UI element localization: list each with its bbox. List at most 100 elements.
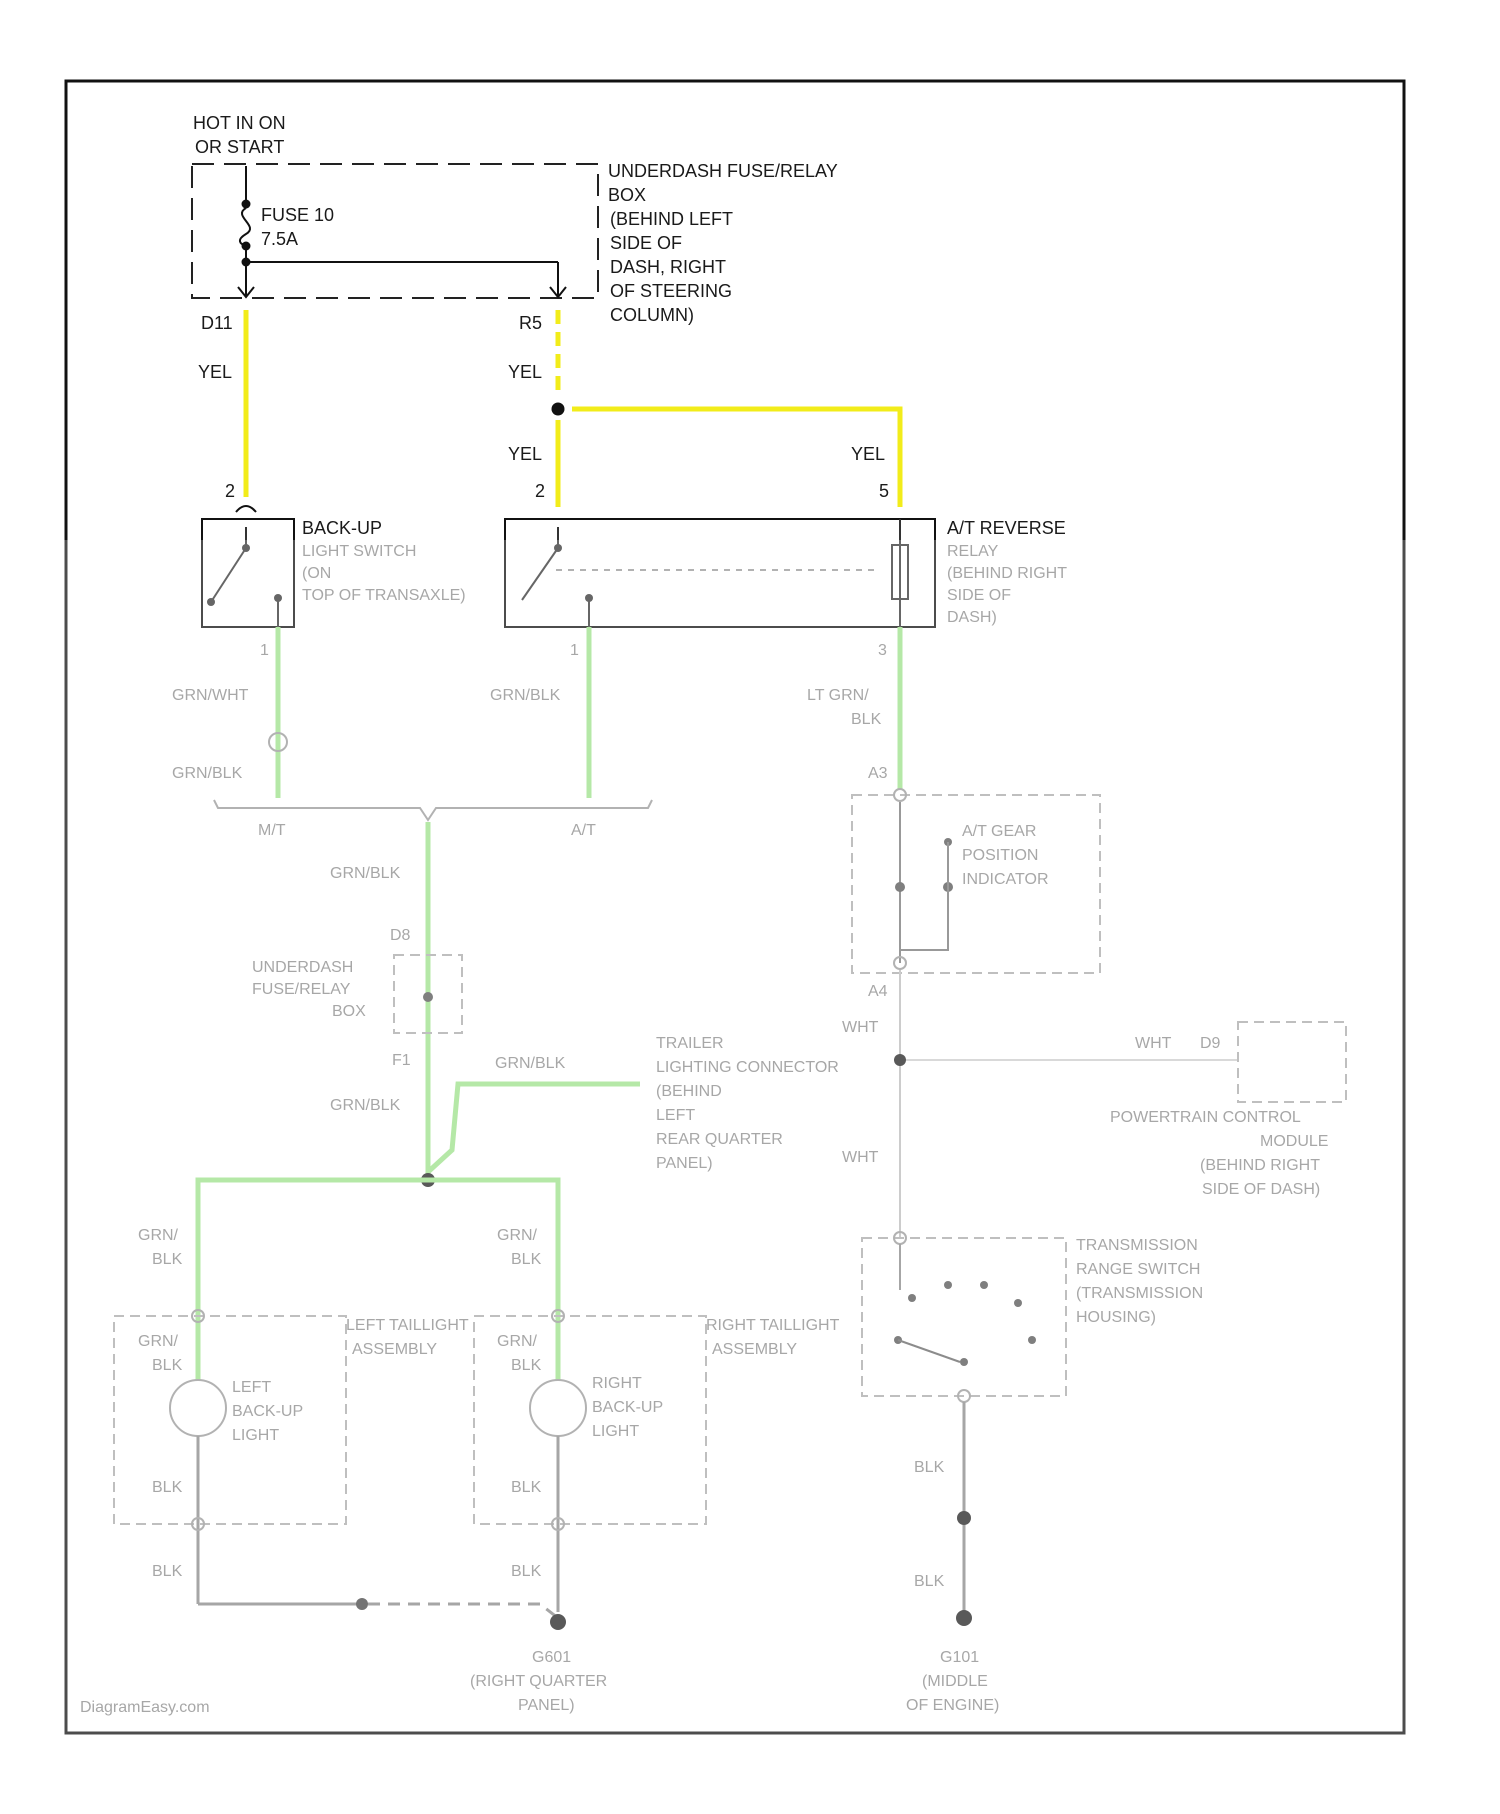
svg-text:PANEL): PANEL)	[518, 1697, 575, 1714]
svg-text:GRN/: GRN/	[138, 1333, 179, 1350]
svg-text:GRN/: GRN/	[497, 1333, 538, 1350]
svg-text:GRN/: GRN/	[497, 1227, 538, 1244]
svg-text:BLK: BLK	[152, 1479, 183, 1496]
svg-text:D9: D9	[1200, 1035, 1221, 1052]
svg-text:REAR QUARTER: REAR QUARTER	[656, 1131, 783, 1148]
svg-text:BLK: BLK	[914, 1573, 945, 1590]
svg-text:(BEHIND RIGHT: (BEHIND RIGHT	[947, 565, 1067, 582]
svg-text:LIGHT SWITCH: LIGHT SWITCH	[302, 543, 416, 560]
fuse-box-label-2: BOX	[608, 185, 646, 205]
connector-icon	[236, 506, 256, 512]
svg-text:SIDE OF: SIDE OF	[947, 587, 1011, 604]
pin-number: 2	[225, 481, 235, 501]
svg-text:GRN/BLK: GRN/BLK	[490, 687, 561, 704]
svg-text:LIGHT: LIGHT	[592, 1423, 639, 1440]
fuse-box-label-5: DASH, RIGHT	[610, 257, 726, 277]
svg-text:(BEHIND RIGHT: (BEHIND RIGHT	[1200, 1157, 1320, 1174]
svg-text:GRN/: GRN/	[138, 1227, 179, 1244]
svg-text:(MIDDLE: (MIDDLE	[922, 1673, 988, 1690]
svg-text:BLK: BLK	[511, 1357, 542, 1374]
wire-color-yel: YEL	[851, 444, 885, 464]
svg-text:TOP OF TRANSAXLE): TOP OF TRANSAXLE)	[302, 587, 466, 604]
svg-text:LIGHT: LIGHT	[232, 1427, 279, 1444]
wire-color-yel: YEL	[508, 444, 542, 464]
svg-text:TRANSMISSION: TRANSMISSION	[1076, 1237, 1198, 1254]
svg-text:(RIGHT QUARTER: (RIGHT QUARTER	[470, 1673, 607, 1690]
wire-splice	[552, 403, 565, 416]
wire-color-yel: YEL	[508, 362, 542, 382]
svg-text:HOUSING): HOUSING)	[1076, 1309, 1156, 1326]
fuse-box-outline	[192, 164, 598, 298]
svg-text:BLK: BLK	[914, 1459, 945, 1476]
svg-text:G101: G101	[940, 1649, 979, 1666]
svg-text:M/T: M/T	[258, 822, 286, 839]
fuse-icon	[240, 208, 250, 246]
svg-text:GRN/BLK: GRN/BLK	[495, 1055, 566, 1072]
svg-text:ASSEMBLY: ASSEMBLY	[352, 1341, 437, 1358]
pin-number: 2	[535, 481, 545, 501]
svg-text:ASSEMBLY: ASSEMBLY	[712, 1341, 797, 1358]
svg-text:BLK: BLK	[152, 1251, 183, 1268]
svg-text:FUSE/RELAY: FUSE/RELAY	[252, 981, 351, 998]
wire-color-yel: YEL	[198, 362, 232, 382]
svg-text:UNDERDASH: UNDERDASH	[252, 959, 353, 976]
svg-text:BACK-UP: BACK-UP	[592, 1399, 663, 1416]
svg-text:WHT: WHT	[842, 1149, 879, 1166]
svg-text:WHT: WHT	[1135, 1035, 1172, 1052]
svg-text:BLK: BLK	[851, 711, 882, 728]
svg-text:F1: F1	[392, 1052, 411, 1069]
svg-text:BLK: BLK	[511, 1563, 542, 1580]
svg-text:1: 1	[570, 642, 579, 659]
svg-text:SIDE OF DASH): SIDE OF DASH)	[1202, 1181, 1320, 1198]
fuse-box-label-1: UNDERDASH FUSE/RELAY	[608, 161, 838, 181]
pin-r5: R5	[519, 313, 542, 333]
svg-text:BLK: BLK	[152, 1357, 183, 1374]
svg-text:PANEL): PANEL)	[656, 1155, 713, 1172]
backup-switch-title: BACK-UP	[302, 518, 382, 538]
power-label-1: HOT IN ON	[193, 113, 286, 133]
svg-text:TRAILER: TRAILER	[656, 1035, 724, 1052]
svg-text:LEFT TAILLIGHT: LEFT TAILLIGHT	[346, 1317, 469, 1334]
reverse-relay-box	[505, 519, 935, 627]
svg-text:INDICATOR: INDICATOR	[962, 871, 1049, 888]
svg-text:A4: A4	[868, 983, 888, 1000]
svg-text:BOX: BOX	[332, 1003, 366, 1020]
svg-text:LEFT: LEFT	[232, 1379, 271, 1396]
svg-text:LEFT: LEFT	[656, 1107, 695, 1124]
svg-text:G601: G601	[532, 1649, 571, 1666]
svg-text:3: 3	[878, 642, 887, 659]
fuse-terminal-top	[242, 200, 251, 209]
power-label-2: OR START	[195, 137, 284, 157]
reverse-relay-title: A/T REVERSE	[947, 518, 1066, 538]
svg-text:BLK: BLK	[511, 1251, 542, 1268]
lower-section: LIGHT SWITCH (ON TOP OF TRANSAXLE) RELAY…	[80, 519, 1346, 1716]
svg-text:LT GRN/: LT GRN/	[807, 687, 869, 704]
svg-text:GRN/BLK: GRN/BLK	[172, 765, 243, 782]
fuse-box-label-4: SIDE OF	[610, 233, 682, 253]
svg-text:MODULE: MODULE	[1260, 1133, 1328, 1150]
svg-text:A/T: A/T	[571, 822, 596, 839]
svg-text:OF ENGINE): OF ENGINE)	[906, 1697, 999, 1714]
fuse-box-label-7: COLUMN)	[610, 305, 694, 325]
svg-text:BLK: BLK	[152, 1563, 183, 1580]
fuse-box-label-6: OF STEERING	[610, 281, 732, 301]
svg-text:(BEHIND: (BEHIND	[656, 1083, 722, 1100]
svg-text:1: 1	[260, 642, 269, 659]
fuse-box-label-3: (BEHIND LEFT	[610, 209, 733, 229]
svg-text:POWERTRAIN CONTROL: POWERTRAIN CONTROL	[1110, 1109, 1301, 1126]
svg-text:LIGHTING CONNECTOR: LIGHTING CONNECTOR	[656, 1059, 839, 1076]
svg-text:(TRANSMISSION: (TRANSMISSION	[1076, 1285, 1203, 1302]
svg-text:GRN/BLK: GRN/BLK	[330, 1097, 401, 1114]
pin-number: 5	[879, 481, 889, 501]
svg-text:A/T GEAR: A/T GEAR	[962, 823, 1036, 840]
svg-text:GRN/BLK: GRN/BLK	[330, 865, 401, 882]
svg-text:DiagramEasy.com: DiagramEasy.com	[80, 1699, 210, 1716]
fuse-rating: 7.5A	[261, 229, 298, 249]
backup-switch-box	[202, 519, 294, 627]
svg-text:(ON: (ON	[302, 565, 331, 582]
svg-text:D8: D8	[390, 927, 411, 944]
svg-text:BACK-UP: BACK-UP	[232, 1403, 303, 1420]
svg-text:RELAY: RELAY	[947, 543, 999, 560]
svg-text:RANGE SWITCH: RANGE SWITCH	[1076, 1261, 1200, 1278]
